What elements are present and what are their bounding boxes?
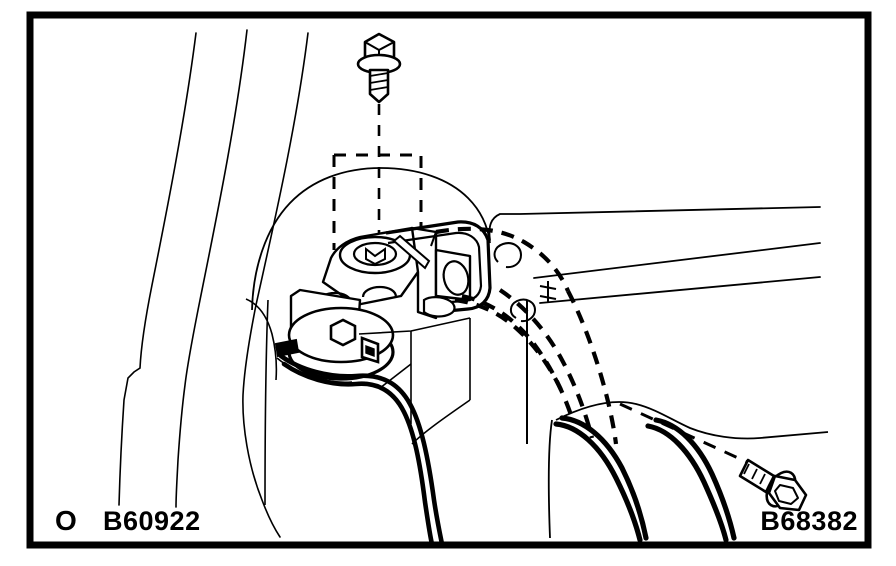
hinge-flange-edge (430, 231, 437, 247)
control-cable-a (278, 353, 445, 547)
lower-cable-4 (645, 423, 729, 543)
pillar-outline (251, 167, 491, 311)
figure-border (26, 11, 872, 549)
hinge-gusset-hole (442, 260, 470, 296)
bottom-right-code-label: B68382 (760, 506, 858, 536)
lower-cable-guide (547, 419, 553, 539)
panel-contour-2 (175, 29, 248, 508)
upper-bolt-icon (356, 32, 402, 104)
hinge-clip-detail (422, 296, 456, 318)
floor-line-1 (488, 206, 821, 241)
upper-bolt-threads (369, 72, 389, 91)
hidden-outline-rect-top (334, 153, 423, 250)
phantom-hole-lower (509, 298, 537, 323)
check-arm-phantom (435, 226, 619, 445)
bottom-left-marker: O (55, 505, 77, 536)
panel-seam-line (264, 299, 269, 506)
phantom-right-edge (566, 290, 619, 445)
lower-cable-2 (553, 421, 643, 543)
control-cable-b (281, 361, 435, 547)
panel-contour-3 (242, 32, 309, 538)
sill-crease (379, 363, 412, 389)
lower-bolt-threads (743, 463, 766, 485)
lower-bolt-leader-line (619, 402, 761, 470)
panel-arc-detail (245, 298, 278, 381)
bracket-hole-right (361, 285, 398, 298)
phantom-upper-edge (435, 226, 570, 292)
bottom-left-code-label: B60922 (103, 506, 201, 536)
panel-contour-1 (118, 32, 197, 506)
hinge-rib (392, 234, 431, 270)
floor-panel-lines (488, 206, 821, 304)
tunnel-contour (555, 401, 829, 440)
lower-bolt-head-facet (774, 484, 799, 505)
hinge-strap-outer (385, 220, 492, 314)
latch-drum-assembly (274, 288, 395, 381)
latch-drum-left-tab (274, 338, 300, 358)
hinge-upper-boss-hex (365, 246, 386, 266)
control-cables (278, 353, 445, 547)
cable-guide-line (276, 357, 353, 384)
body-panel-contours (118, 29, 309, 538)
latch-anchor-slot (365, 344, 375, 358)
phantom-hole-details (493, 242, 557, 323)
phantom-hole-upper (493, 242, 523, 269)
drawing-content (118, 29, 829, 547)
latch-drum-hex-socket (329, 318, 357, 347)
lower-bolt-icon (738, 458, 808, 512)
sill-lower-edge (411, 399, 471, 445)
lower-cable-1 (559, 415, 649, 541)
phantom-inner-edge (498, 288, 595, 439)
sill-panel (358, 317, 471, 445)
floor-line-2 (533, 242, 821, 279)
floor-line-3 (539, 276, 821, 304)
phantom-mid-edge (461, 293, 574, 419)
